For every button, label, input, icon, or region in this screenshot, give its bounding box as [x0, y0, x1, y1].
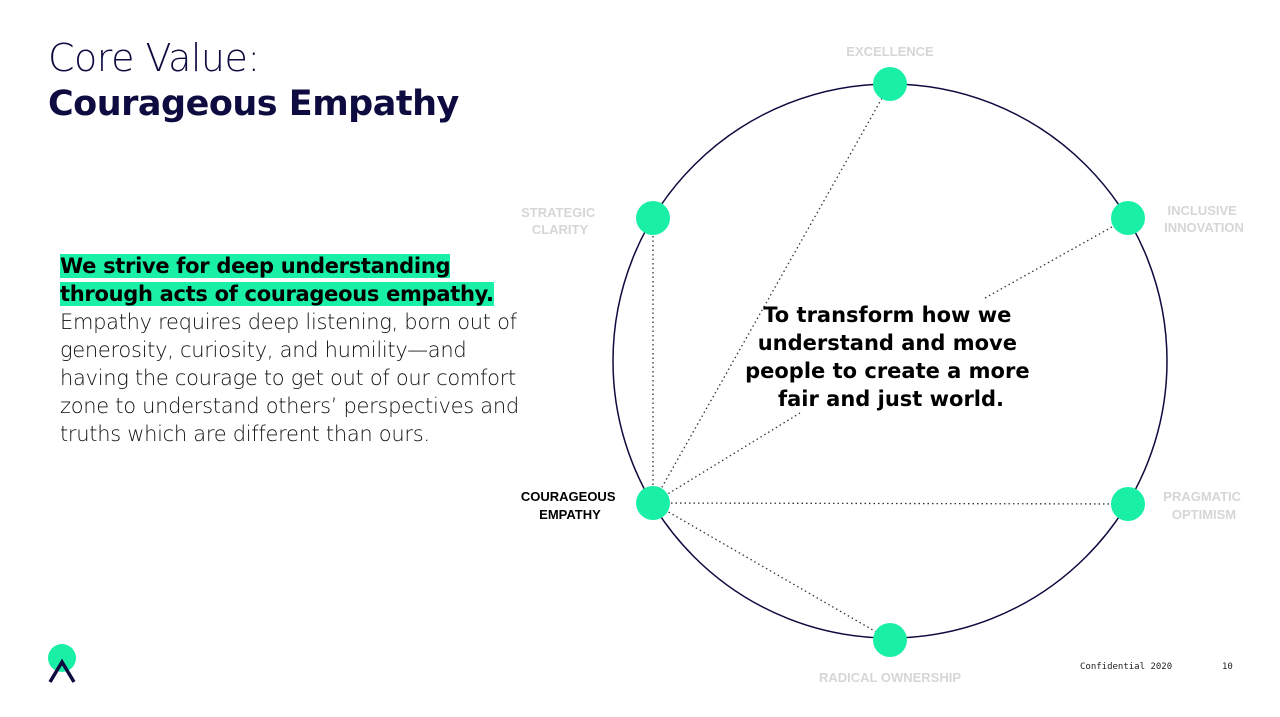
label-strategic-clarity: STRATEGIC CLARITY: [521, 205, 599, 237]
body-paragraph: Empathy requires deep listening, born ou…: [60, 310, 519, 446]
label-inclusive-innovation: INCLUSIVE INNOVATION: [1164, 203, 1244, 235]
node-strategic-clarity: [636, 201, 670, 235]
connector-to-inclusive-innovation-b: [984, 217, 1129, 299]
connector-to-excellence: [652, 83, 891, 504]
title-line-1: Core Value:: [48, 36, 260, 80]
connector-to-inclusive-innovation: [652, 412, 801, 504]
mission-statement: To transform how we understand and move …: [745, 303, 1037, 411]
connector-to-pragmatic-optimism: [652, 502, 1129, 505]
node-courageous-empathy: [636, 486, 670, 520]
connector-to-radical-ownership: [652, 502, 891, 641]
label-pragmatic-optimism: PRAGMATIC OPTIMISM: [1163, 489, 1244, 522]
node-radical-ownership: [873, 623, 907, 657]
node-pragmatic-optimism: [1111, 487, 1145, 521]
page-number: 10: [1222, 662, 1233, 672]
label-excellence: EXCELLENCE: [846, 44, 934, 59]
label-radical-ownership: RADICAL OWNERSHIP: [819, 670, 961, 685]
node-excellence: [873, 67, 907, 101]
connector-lines: [652, 83, 1129, 641]
footer-confidential: Confidential 2020: [1080, 662, 1173, 672]
node-inclusive-innovation: [1111, 201, 1145, 235]
nodes: [636, 67, 1145, 657]
title-line-2: Courageous Empathy: [48, 84, 459, 124]
highlight-line-1: We strive for deep understanding: [60, 254, 451, 278]
body-text-block: We strive for deep understanding through…: [60, 252, 530, 448]
highlight-line-2: through acts of courageous empathy.: [60, 282, 494, 306]
label-courageous-empathy: COURAGEOUS EMPATHY: [521, 489, 619, 522]
logo-icon: [48, 644, 76, 683]
highlight-text: We strive for deep understanding through…: [60, 252, 530, 308]
